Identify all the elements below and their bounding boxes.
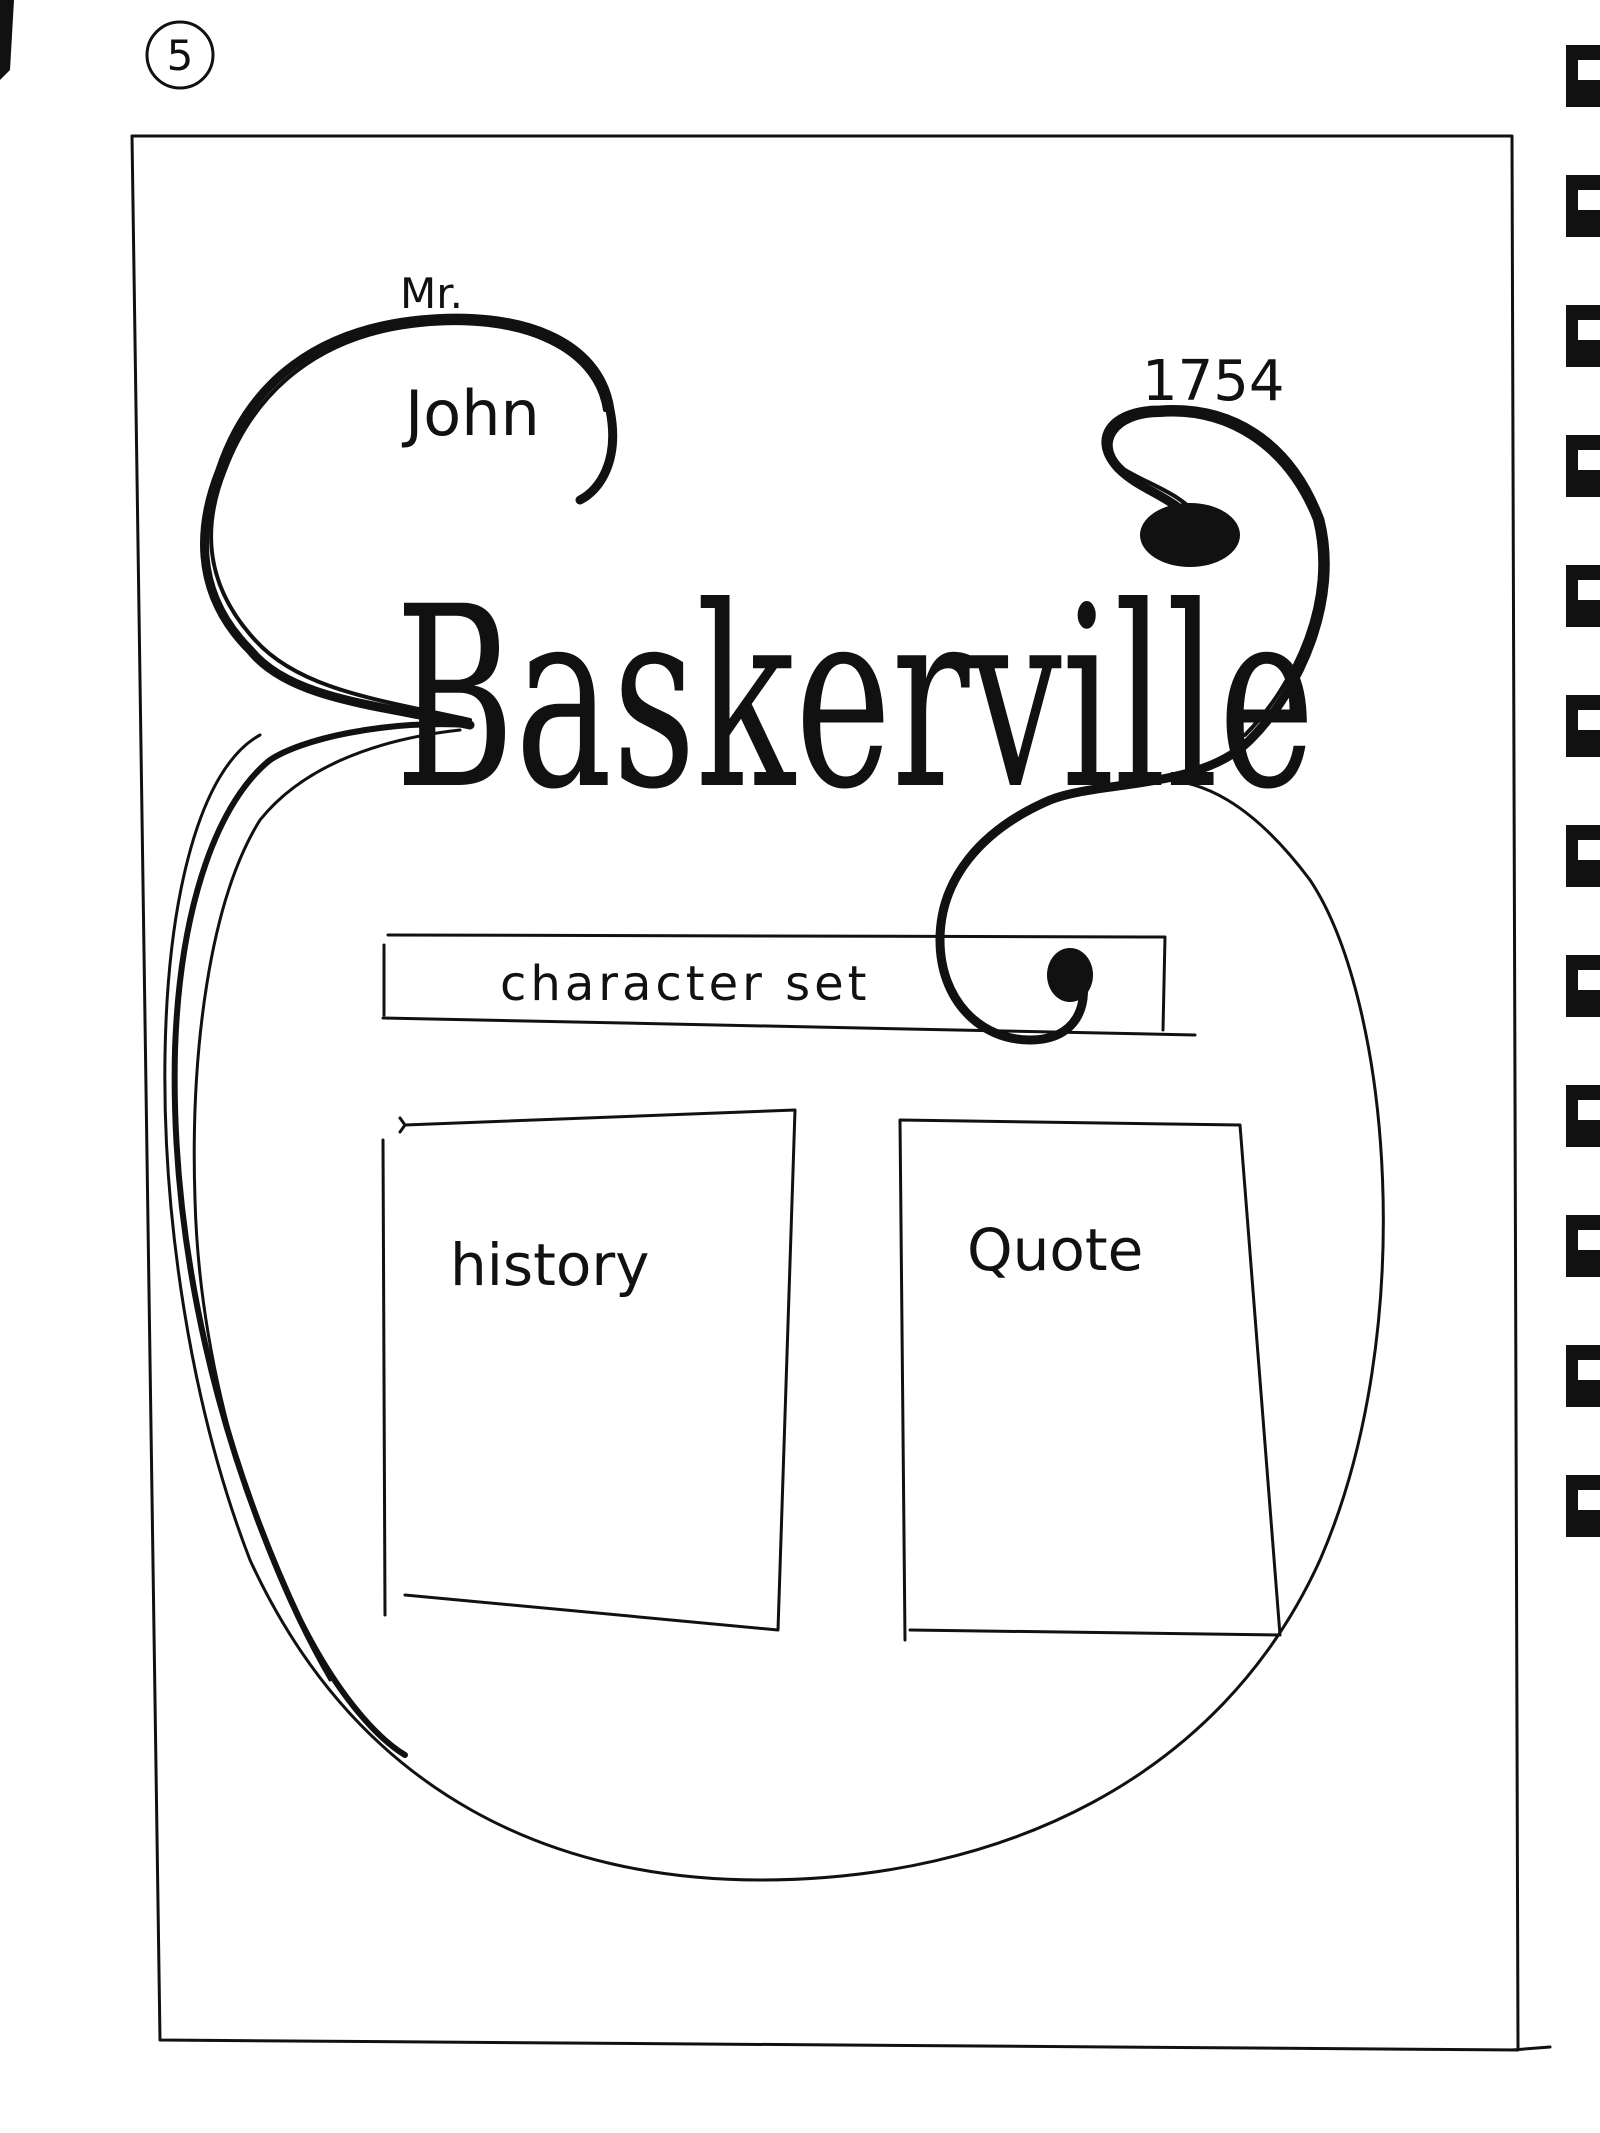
left-swirl (171, 313, 618, 1758)
large-oval (163, 733, 1385, 1882)
history-panel-arrow (398, 1116, 407, 1134)
nav-label[interactable]: character set (500, 956, 870, 1012)
right-swirl (935, 405, 1330, 1045)
page-title: Baskerville (395, 553, 1315, 844)
history-panel[interactable] (381, 1108, 797, 1632)
page-frame (130, 134, 1552, 2052)
spiral-binding (1566, 45, 1600, 1537)
first-name-text: John (401, 377, 540, 450)
prefix-text: Mr. (400, 269, 463, 318)
page-number: 5 (167, 31, 194, 80)
year-text: 1754 (1142, 349, 1285, 414)
quote-label: Quote (967, 1216, 1143, 1284)
nav-bar[interactable] (381, 933, 1197, 1037)
history-label: history (450, 1231, 650, 1299)
page-number-circle (145, 20, 215, 90)
quote-panel[interactable] (898, 1118, 1282, 1642)
binder-edge (0, 0, 14, 80)
